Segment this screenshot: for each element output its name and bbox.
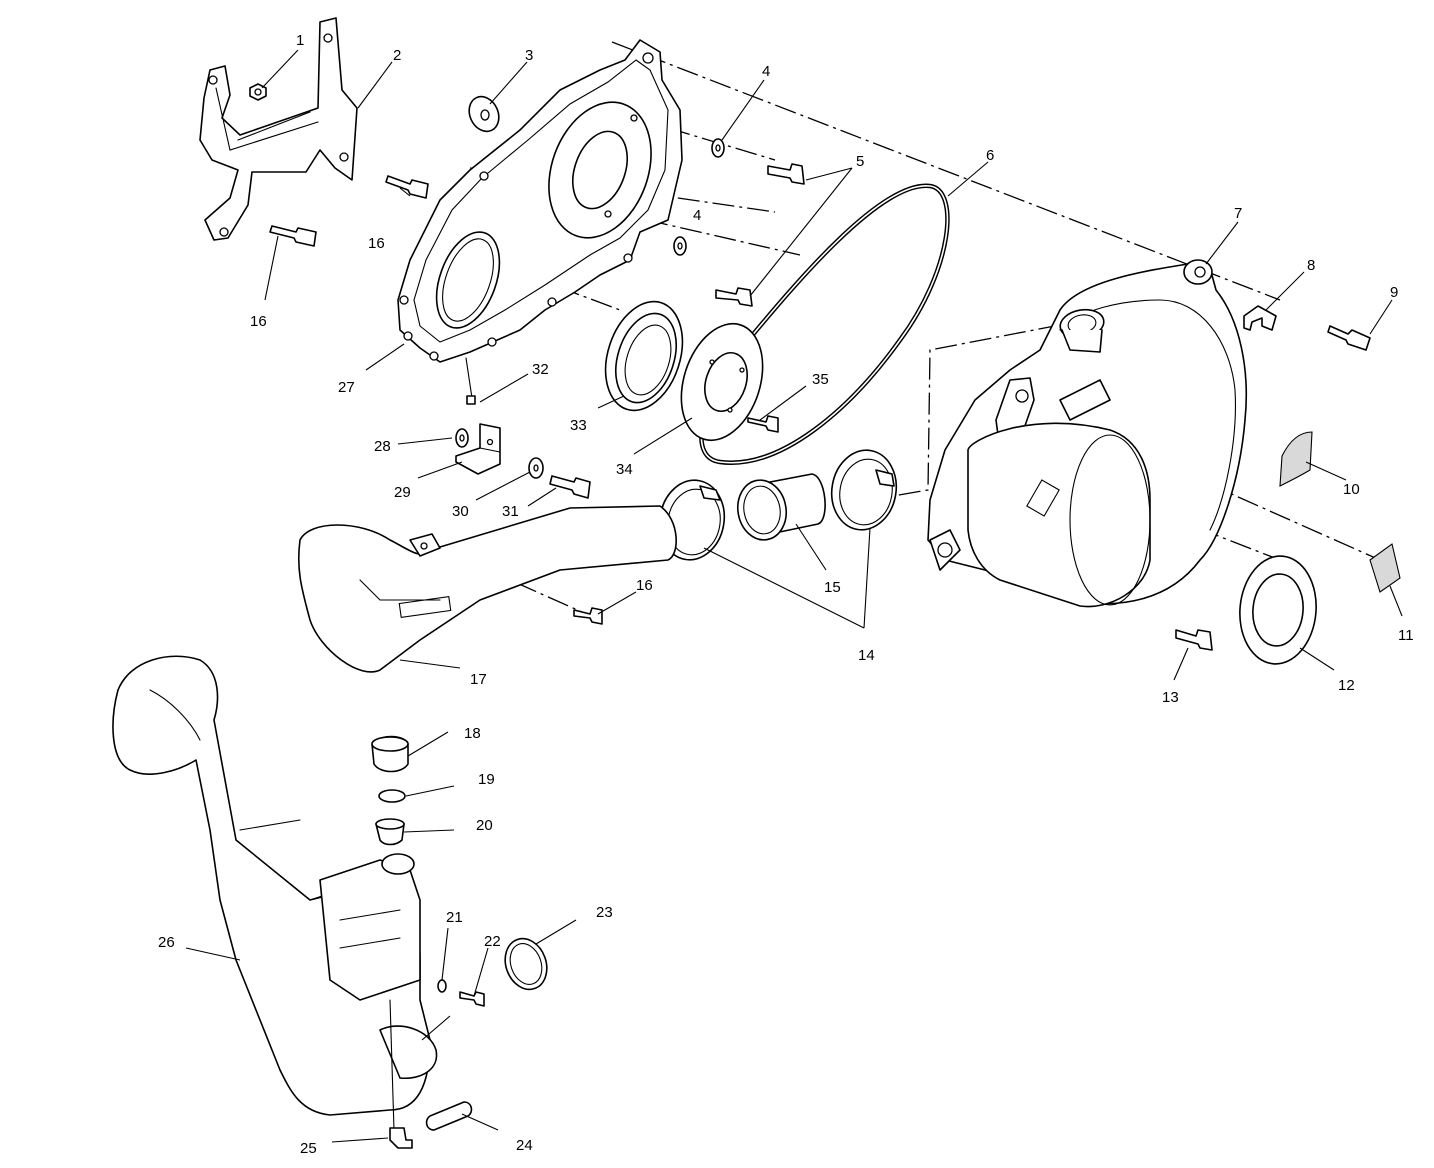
callout-1: 1 [296, 32, 304, 49]
callout-15: 15 [824, 579, 841, 596]
callout-19: 19 [478, 771, 495, 788]
callout-32: 32 [532, 361, 549, 378]
label-decal [1369, 543, 1401, 593]
callout-27: 27 [338, 379, 355, 396]
callout-12: 12 [1338, 677, 1355, 694]
callout-21: 21 [446, 909, 463, 926]
callout-9: 9 [1390, 284, 1398, 301]
drive-belt [699, 183, 950, 465]
flat-washer [528, 457, 544, 479]
callout-11: 11 [1398, 627, 1414, 644]
seal-ring [604, 300, 684, 412]
duct-screw [573, 607, 603, 625]
gasket-screw [747, 415, 779, 433]
callout-20: 20 [476, 817, 493, 834]
callout-16-bolt-lower: 16 [250, 313, 267, 330]
callout-13: 13 [1162, 689, 1179, 706]
cap [371, 735, 409, 773]
callout-23: 23 [596, 904, 613, 921]
callout-8: 8 [1307, 257, 1315, 274]
warning-decal [1279, 431, 1313, 487]
cover-bolt-lower [715, 287, 753, 307]
cover-disc [1239, 555, 1317, 665]
inner-cover-plate [397, 39, 683, 363]
band-clamp [504, 937, 548, 991]
intake-duct [297, 505, 677, 673]
callout-34: 34 [616, 461, 633, 478]
callout-29: 29 [394, 484, 411, 501]
callout-24: 24 [516, 1137, 533, 1154]
callout-25: 25 [300, 1140, 317, 1157]
callout-16-duct: 16 [636, 577, 653, 594]
cover-screw [1327, 325, 1371, 351]
callout-6: 6 [986, 147, 994, 164]
drain-tube [425, 1101, 473, 1131]
callout-28: 28 [374, 438, 391, 455]
callout-2: 2 [393, 47, 401, 64]
washer-small-lower [673, 236, 687, 256]
drain-washer [437, 979, 447, 993]
disc-screw [1175, 629, 1213, 651]
callout-labels: 1 2 3 4 5 6 4 7 8 9 10 11 12 13 14 15 16… [158, 32, 1414, 1157]
o-ring [378, 789, 406, 803]
callout-22: 22 [484, 933, 501, 950]
gasket-plate [680, 322, 764, 442]
long-pin [465, 357, 476, 405]
callout-16-bolt-upper: 16 [368, 235, 385, 252]
outer-clutch-cover [927, 259, 1248, 608]
hose-clamp-right [830, 449, 898, 531]
bracket-bolt-lower [269, 225, 317, 247]
callout-18: 18 [464, 725, 481, 742]
callout-10: 10 [1343, 481, 1360, 498]
air-box [112, 655, 438, 1116]
callout-33: 33 [570, 417, 587, 434]
hex-bolt [549, 475, 591, 499]
small-washer [455, 428, 469, 448]
washer-large [468, 95, 500, 133]
mounting-bracket [199, 17, 358, 241]
grommet [375, 818, 405, 846]
drain-elbow [389, 999, 413, 1149]
callout-5: 5 [856, 153, 864, 170]
callout-26: 26 [158, 934, 175, 951]
drain-screw [459, 991, 485, 1007]
cover-bolt-upper [767, 163, 805, 185]
callout-17: 17 [470, 671, 487, 688]
duct-sleeve [736, 473, 826, 541]
washer-small-upper [711, 138, 725, 158]
callout-7: 7 [1234, 205, 1242, 222]
spring-clip [1243, 305, 1277, 331]
callout-35: 35 [812, 371, 829, 388]
callout-3: 3 [525, 47, 533, 64]
callout-31: 31 [502, 503, 519, 520]
callout-30: 30 [452, 503, 469, 520]
leader-lines [185, 49, 1403, 1143]
callout-4-upper: 4 [762, 63, 770, 80]
bracket-bolt-upper [385, 175, 429, 199]
callout-14: 14 [858, 647, 875, 664]
angle-bracket [455, 423, 501, 475]
callout-4-lower: 4 [693, 207, 701, 224]
